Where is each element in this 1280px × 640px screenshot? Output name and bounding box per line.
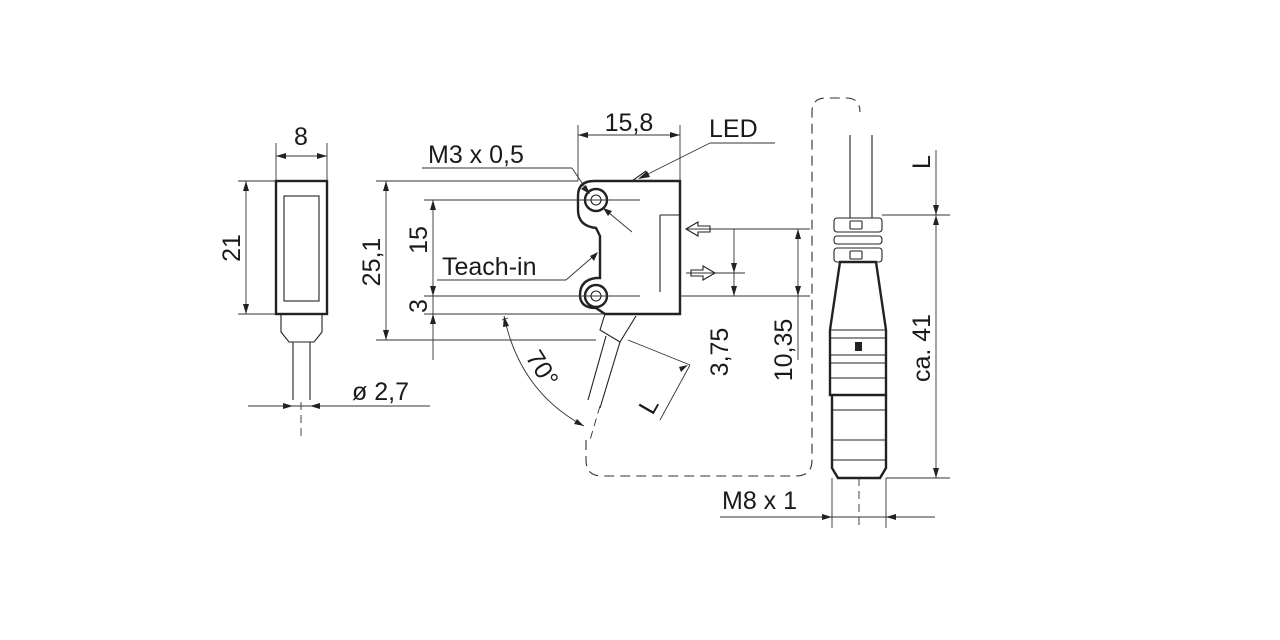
option-frame — [585, 97, 861, 477]
angle-arc — [503, 315, 585, 427]
label-length-41: ca. 41 — [908, 314, 936, 382]
label-angle: 70° — [520, 345, 564, 392]
label-connector-thread: M8 x 1 — [722, 487, 797, 515]
label-dim-3-75: 3,75 — [706, 328, 734, 377]
label-height-21: 21 — [218, 234, 246, 262]
label-height-3: 3 — [405, 299, 433, 313]
side-strain-relief — [280, 314, 323, 343]
side-window — [283, 195, 320, 302]
connector-cable — [849, 135, 873, 218]
side-body — [274, 179, 329, 316]
label-teach-in: Teach-in — [442, 253, 537, 281]
label-cable-diameter: ø 2,7 — [352, 378, 409, 406]
side-view: 8 21 ø 2,7 — [218, 123, 430, 440]
side-cable — [292, 342, 311, 400]
label-width-15-8: 15,8 — [605, 109, 654, 137]
label-thread: M3 x 0,5 — [428, 141, 524, 169]
front-strain-relief — [599, 313, 637, 343]
label-cable-length-mid: L — [633, 393, 664, 419]
label-height-15: 15 — [405, 226, 433, 254]
connector-thread — [830, 395, 888, 480]
connector-view: L ca. 41 M8 x 1 — [720, 135, 950, 530]
label-cable-length-right: L — [908, 155, 936, 169]
label-led: LED — [709, 115, 758, 143]
front-body — [576, 179, 682, 316]
front-cable — [587, 335, 621, 409]
label-dim-10-35: 10,35 — [770, 319, 798, 382]
label-width-8: 8 — [294, 123, 308, 151]
label-height-25-1: 25,1 — [358, 238, 386, 287]
connector-body — [828, 260, 888, 397]
front-view: 15,8 LED M3 x 0,5 25,1 15 3 Te — [358, 109, 810, 441]
